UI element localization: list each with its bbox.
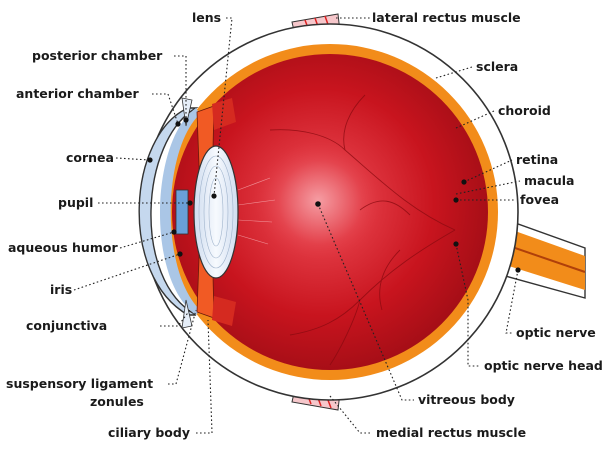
label-optic-nerve: optic nerve	[516, 325, 596, 340]
label-lateral-rectus-muscle: lateral rectus muscle	[372, 10, 521, 25]
retinal-vessels	[269, 94, 456, 366]
label-anterior-chamber: anterior chamber	[16, 86, 140, 101]
label-iris: iris	[50, 282, 72, 297]
ciliary-fibres	[237, 177, 276, 245]
label-zonules: zonules	[90, 394, 144, 409]
macula-glow-shape	[254, 140, 382, 260]
lens-shape	[193, 145, 239, 279]
label-sclera: sclera	[476, 59, 518, 74]
label-lens: lens	[192, 10, 221, 25]
label-medial-rectus-muscle: medial rectus muscle	[376, 425, 526, 440]
label-conjunctiva: conjunctiva	[26, 318, 107, 333]
label-choroid: choroid	[498, 103, 551, 118]
label-optic-nerve-head: optic nerve head	[484, 358, 603, 373]
label-fovea: fovea	[520, 192, 559, 207]
label-vitreous-body: vitreous body	[418, 392, 515, 407]
pupil-shape	[175, 189, 189, 235]
label-macula: macula	[524, 173, 575, 188]
leader-dots	[147, 117, 521, 273]
label-posterior-chamber: posterior chamber	[32, 48, 163, 63]
label-aqueous-humor: aqueous humor	[8, 240, 118, 255]
anterior-segment	[138, 97, 239, 329]
leader-lines	[73, 17, 521, 434]
labels: lens lateral rectus muscle posterior cha…	[6, 10, 603, 440]
label-retina: retina	[516, 152, 558, 167]
label-suspensory-ligament: suspensory ligament	[6, 376, 153, 391]
label-cornea: cornea	[66, 150, 114, 165]
label-ciliary-body: ciliary body	[108, 425, 190, 440]
label-pupil: pupil	[58, 195, 93, 210]
